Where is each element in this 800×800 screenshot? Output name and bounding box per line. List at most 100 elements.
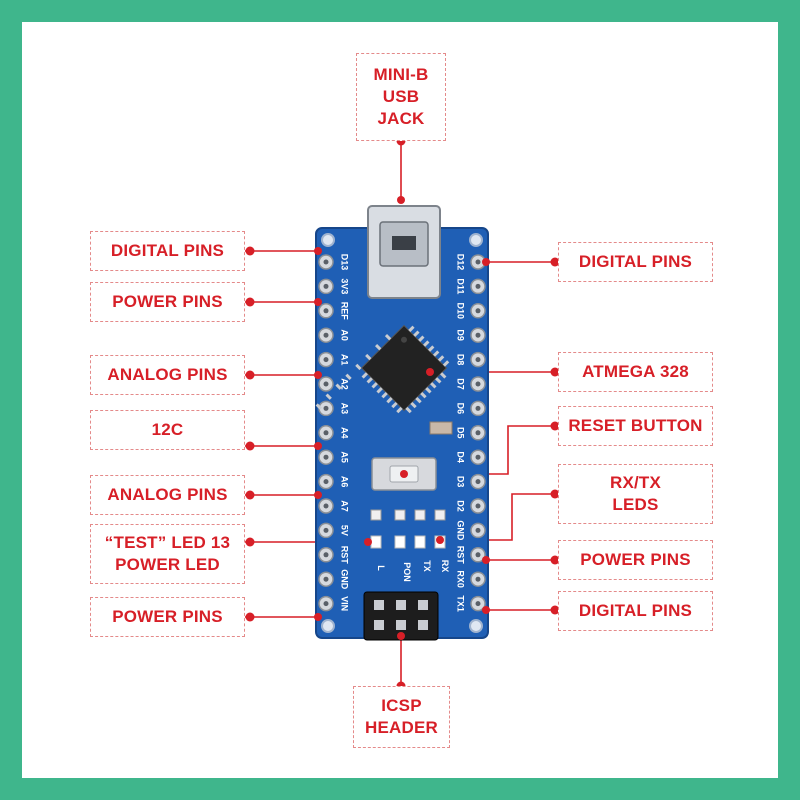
pointer-dot-end [314,442,322,450]
pin-label-left: VIN [340,596,350,611]
pointer-dot [245,612,255,622]
pin-hole [475,454,481,460]
pin-hole [323,479,329,485]
chip-pin [386,396,393,404]
nano-board: D133V3REFA0A1A2A3A4A5A6A75VRSTGNDVIND12D… [315,205,489,641]
led-label: TX [422,560,432,572]
pin-label-left: A5 [340,451,350,463]
label-power-pins-right: POWER PINS [558,540,713,580]
pin-hole [323,357,329,363]
mounting-hole [469,619,483,633]
label-digital-pins-right-top: DIGITAL PINS [558,242,713,282]
pin-label-right: RST [456,546,466,565]
pin-hole [323,405,329,411]
pin-hole [323,503,329,509]
pointer-dot [550,367,560,377]
pin-hole [323,527,329,533]
pin-label-left: D13 [340,254,350,271]
icsp-pin [418,600,428,610]
pointer-dot-end [314,247,322,255]
pin-hole [323,454,329,460]
pointer-dot [550,605,560,615]
pointer-dot-end [314,491,322,499]
pin-hole [323,283,329,289]
pin-label-left: A4 [340,427,350,439]
pin-hole [475,332,481,338]
led [370,535,382,549]
chip-pin [315,403,322,410]
label-digital-pins-left: DIGITAL PINS [90,231,245,271]
chip-pin [413,330,420,337]
label-atmega: ATMEGA 328 [558,352,713,392]
pin-hole [475,552,481,558]
chip-pin [325,393,332,400]
pointer-dot-end [400,470,408,478]
crystal [429,421,453,435]
pin-hole [475,357,481,363]
pointer-dot-end [314,298,322,306]
pointer-dot-end [482,258,490,266]
usb-tongue [392,236,416,250]
pin-label-left: A3 [340,403,350,415]
pointer-dot [245,297,255,307]
label-power-pins-left: POWER PINS [90,282,245,322]
pointer-dot-end [314,371,322,379]
led-label: PON [402,562,412,582]
pointer-dot [245,246,255,256]
resistor [394,509,406,521]
chip-pin [425,387,432,394]
pin-hole [475,576,481,582]
pin-label-right: D10 [456,303,466,320]
pointer-dot [550,555,560,565]
label-rx-tx-leds: RX/TX LEDS [558,464,713,524]
chip-pin [396,406,403,414]
chip-pin [345,373,352,381]
chip-pin [428,345,435,352]
chip-pin [442,360,450,367]
pin-label-left: A2 [340,378,350,390]
pin-label-left: 5V [340,525,350,536]
pointer-dot-end [314,613,322,621]
resistor [434,509,446,521]
pin-hole [323,308,329,314]
chip-pin [405,406,412,414]
chip-pin [381,392,388,399]
pointer-dot-end [436,536,444,544]
pin-label-right: D11 [456,278,466,294]
led-label: RX [440,560,450,573]
resistor [414,509,426,521]
pin-label-left: A1 [340,354,350,366]
pointer-dot-end [397,196,405,204]
label-reset-button: RESET BUTTON [558,406,713,446]
pin-hole [475,381,481,387]
label-digital-pins-right-bottom: DIGITAL PINS [558,591,713,631]
pointer-dot [550,421,560,431]
pin-hole [323,552,329,558]
label-analog-pins-top: ANALOG PINS [90,355,245,395]
chip-pin [384,334,392,341]
chip-pin [365,353,372,361]
chip-pin [410,401,417,409]
resistor [370,509,382,521]
mounting-hole [321,619,335,633]
pin-label-right: D5 [456,427,466,439]
label-usb-jack: MINI-B USB JACK [356,53,446,141]
label-test-led: “TEST” LED 13 POWER LED [90,524,245,584]
pin-label-right: D3 [456,476,466,488]
led-label: L [376,565,386,571]
pin-hole [323,430,329,436]
pin-hole [475,259,481,265]
label-power-pins-bottom: POWER PINS [90,597,245,637]
pin-hole [323,601,329,607]
mounting-hole [321,233,335,247]
chip-pin [335,383,342,390]
pointer-dot [245,441,255,451]
pin-hole [323,332,329,338]
chip-pin [415,396,422,404]
pointer-dot [550,489,560,499]
icsp-pin [374,620,384,630]
pin-hole [475,503,481,509]
label-icsp-header: ICSP HEADER [353,686,450,748]
pin-hole [475,405,481,411]
chip-pin [440,372,447,379]
